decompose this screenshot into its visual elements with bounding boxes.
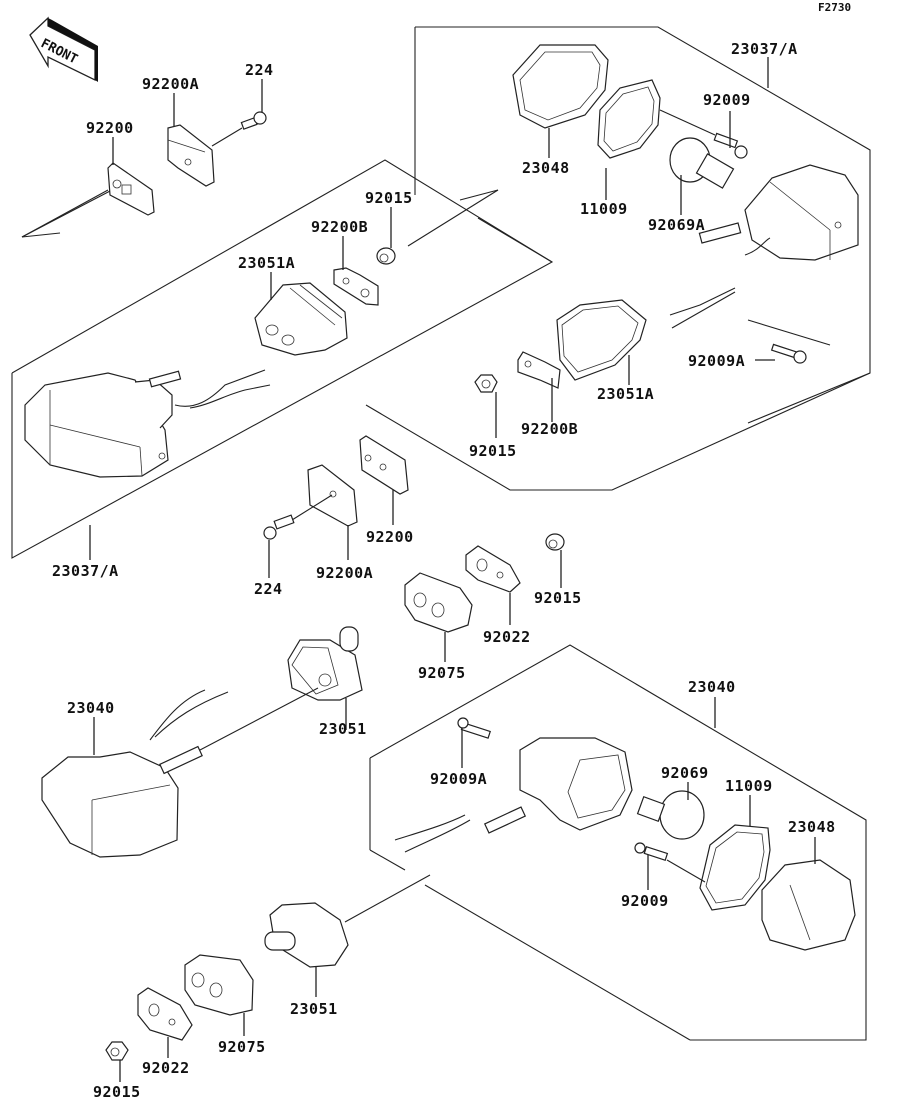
label-224: 224: [254, 580, 283, 598]
label-92015: 92015: [93, 1083, 141, 1101]
part-labels: 92200 92200A 224 92015 92200B 23051A 230…: [52, 40, 836, 1101]
label-92075: 92075: [418, 664, 466, 682]
label-23051A: 23051A: [238, 254, 295, 272]
assembly-outline-upper-left: [11, 159, 554, 559]
part-turn-signal-housing-bottom: [394, 737, 633, 853]
figure-code: F2730: [818, 1, 851, 14]
label-92009A: 92009A: [430, 770, 487, 788]
part-92009A-screw-right: [770, 343, 807, 364]
label-11009: 11009: [580, 200, 628, 218]
label-224: 224: [245, 61, 274, 79]
part-92015-nut-mid: [545, 533, 565, 551]
label-23037-A: 23037/A: [731, 40, 798, 58]
part-224-bolt-mid: [263, 514, 295, 540]
label-92015: 92015: [469, 442, 517, 460]
part-92075-damper-mid: [404, 572, 473, 633]
part-11009-gasket-upper: [597, 79, 661, 159]
label-92200: 92200: [86, 119, 134, 137]
label-92200B: 92200B: [521, 420, 578, 438]
part-92200B-plate-upper: [333, 267, 379, 306]
label-23048: 23048: [522, 159, 570, 177]
label-92009: 92009: [621, 892, 669, 910]
label-23040: 23040: [688, 678, 736, 696]
part-23051A-grommet-upper: [254, 282, 348, 356]
part-23051A-grommet-right: [556, 299, 647, 381]
part-92069-bulb-bottom: [636, 790, 705, 840]
label-23051: 23051: [290, 1000, 338, 1018]
part-turn-signal-assembly-mid-left: [41, 689, 229, 858]
label-92069A: 92069A: [648, 216, 705, 234]
label-23051: 23051: [319, 720, 367, 738]
label-92022: 92022: [142, 1059, 190, 1077]
label-92075: 92075: [218, 1038, 266, 1056]
part-92022-washer-mid: [465, 545, 521, 593]
part-23051-grommet-mid: [199, 626, 363, 751]
part-92015-nut-upper: [376, 247, 396, 265]
label-92200B: 92200B: [311, 218, 368, 236]
label-11009: 11009: [725, 777, 773, 795]
part-92009-screw-upper: [659, 109, 748, 159]
part-92200A-bracket-top: [167, 124, 215, 187]
part-23051-grommet-bottom: [264, 874, 431, 968]
part-turn-signal-assembly-right: [669, 164, 859, 329]
label-92069: 92069: [661, 764, 709, 782]
label-23048: 23048: [788, 818, 836, 836]
label-92200A: 92200A: [316, 564, 373, 582]
part-92022-washer-bottom: [137, 987, 193, 1041]
front-arrow-icon: FRONT: [29, 16, 98, 82]
assembly-outline-lower-right: [369, 644, 867, 1041]
part-224-bolt-top: [211, 111, 267, 147]
part-92200-plate-top: [21, 162, 155, 238]
assembly-outline-upper-right: [365, 26, 871, 491]
part-92015-nut-bottom: [105, 1041, 129, 1061]
part-23048-lens-upper: [512, 44, 609, 129]
label-92200A: 92200A: [142, 75, 199, 93]
part-92069A-bulb-upper: [669, 137, 735, 189]
label-92022: 92022: [483, 628, 531, 646]
part-92200B-plate-right: [517, 351, 561, 389]
label-92009A: 92009A: [688, 352, 745, 370]
part-92009-screw-bottom: [634, 842, 706, 883]
part-turn-signal-assembly-left: [24, 369, 271, 478]
label-92200: 92200: [366, 528, 414, 546]
label-92009: 92009: [703, 91, 751, 109]
label-23051A: 23051A: [597, 385, 654, 403]
part-23048-lens-bottom: [761, 859, 856, 951]
part-92015-nut-right: [474, 374, 498, 393]
label-23037-A: 23037/A: [52, 562, 119, 580]
part-11009-gasket-bottom: [699, 824, 771, 911]
part-92075-damper-bottom: [184, 954, 254, 1016]
label-92015: 92015: [534, 589, 582, 607]
label-23040: 23040: [67, 699, 115, 717]
part-92009A-screw-bottom: [457, 717, 491, 739]
part-92200A-bracket-mid: [291, 464, 358, 527]
label-92015: 92015: [365, 189, 413, 207]
part-92200-plate-mid: [359, 435, 409, 495]
leader-lines: [89, 57, 816, 1082]
